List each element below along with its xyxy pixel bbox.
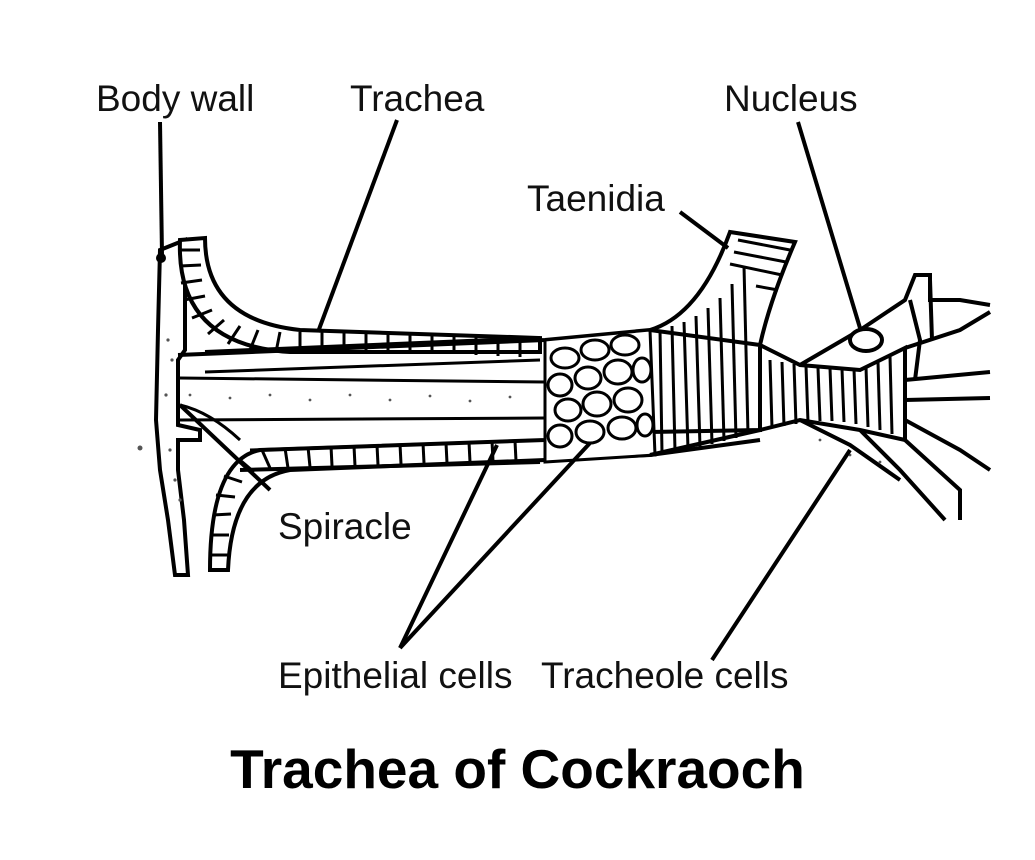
- label-tracheole-cells: Tracheole cells: [541, 655, 789, 696]
- pointer-epithelial-1: [398, 444, 499, 649]
- pointer-trachea: [316, 119, 399, 333]
- pointer-body-wall: [158, 121, 164, 256]
- label-body-wall: Body wall: [96, 78, 255, 119]
- label-taenidia: Taenidia: [527, 178, 665, 219]
- label-epithelial-cells: Epithelial cells: [278, 655, 513, 696]
- tracheole-cell-branches: [798, 273, 992, 522]
- taenidia-banded-region: [649, 229, 907, 457]
- label-nucleus: Nucleus: [724, 78, 858, 119]
- label-trachea: Trachea: [350, 78, 485, 119]
- pointer-nucleus: [796, 121, 862, 329]
- pointer-taenidia: [678, 210, 730, 250]
- pointer-epithelial-2: [398, 441, 592, 650]
- nucleus-shape: [848, 327, 884, 353]
- taenidia-rings-upper: [179, 248, 522, 357]
- pointer-lines: [158, 119, 862, 662]
- pointer-spiracle: [178, 403, 272, 492]
- label-spiracle: Spiracle: [278, 506, 412, 547]
- epithelial-cell-cluster: [543, 328, 657, 464]
- pointer-tracheole: [710, 448, 852, 662]
- diagram-title: Trachea of Cockraoch: [230, 738, 805, 800]
- stipple-texture: [137, 338, 882, 502]
